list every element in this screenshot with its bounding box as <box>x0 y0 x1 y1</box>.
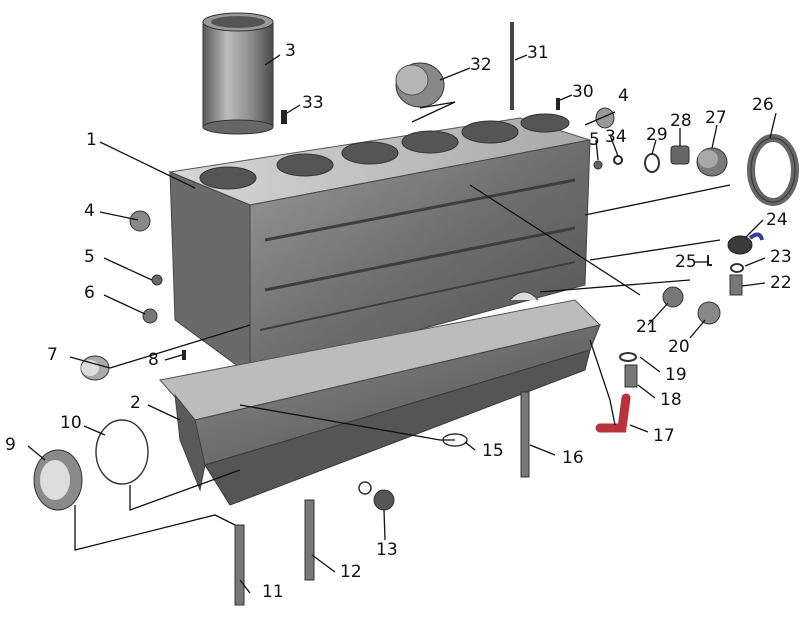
left-small-parts <box>33 210 638 606</box>
label-29: 29 <box>646 125 668 145</box>
label-25: 25 <box>675 252 697 272</box>
label-3: 3 <box>285 41 296 61</box>
label-9: 9 <box>5 435 16 455</box>
label-28: 28 <box>670 111 692 131</box>
label-5-right: 5 <box>589 130 600 150</box>
label-17: 17 <box>653 426 675 446</box>
cam-plug <box>395 62 445 108</box>
label-6: 6 <box>84 283 95 303</box>
label-33: 33 <box>302 93 324 113</box>
label-18: 18 <box>660 390 682 410</box>
label-26: 26 <box>752 95 774 115</box>
label-15: 15 <box>482 441 504 461</box>
label-34: 34 <box>605 127 627 147</box>
label-23: 23 <box>770 247 792 267</box>
label-30: 30 <box>572 82 594 102</box>
label-8: 8 <box>148 350 159 370</box>
label-4-right: 4 <box>618 86 629 106</box>
label-16: 16 <box>562 448 584 468</box>
label-22: 22 <box>770 273 792 293</box>
label-5-left: 5 <box>84 247 95 267</box>
part-number-labels: 1 2 3 4 4 5 5 6 7 8 9 10 11 12 13 15 16 … <box>5 41 792 602</box>
label-27: 27 <box>705 108 727 128</box>
label-24: 24 <box>766 210 788 230</box>
label-19: 19 <box>665 365 687 385</box>
label-21: 21 <box>636 317 658 337</box>
label-1: 1 <box>86 130 97 150</box>
cylinder-block <box>168 113 591 376</box>
label-11: 11 <box>262 582 284 602</box>
label-10: 10 <box>60 413 82 433</box>
label-32: 32 <box>470 55 492 75</box>
small-parts <box>281 22 799 325</box>
cylinder-liner <box>202 12 274 135</box>
label-4-left: 4 <box>84 201 95 221</box>
label-20: 20 <box>668 337 690 357</box>
label-31: 31 <box>527 43 549 63</box>
label-12: 12 <box>340 562 362 582</box>
label-13: 13 <box>376 540 398 560</box>
leader-lines <box>27 54 777 594</box>
label-2: 2 <box>130 393 141 413</box>
label-7: 7 <box>47 345 58 365</box>
lower-crankcase <box>159 299 601 506</box>
